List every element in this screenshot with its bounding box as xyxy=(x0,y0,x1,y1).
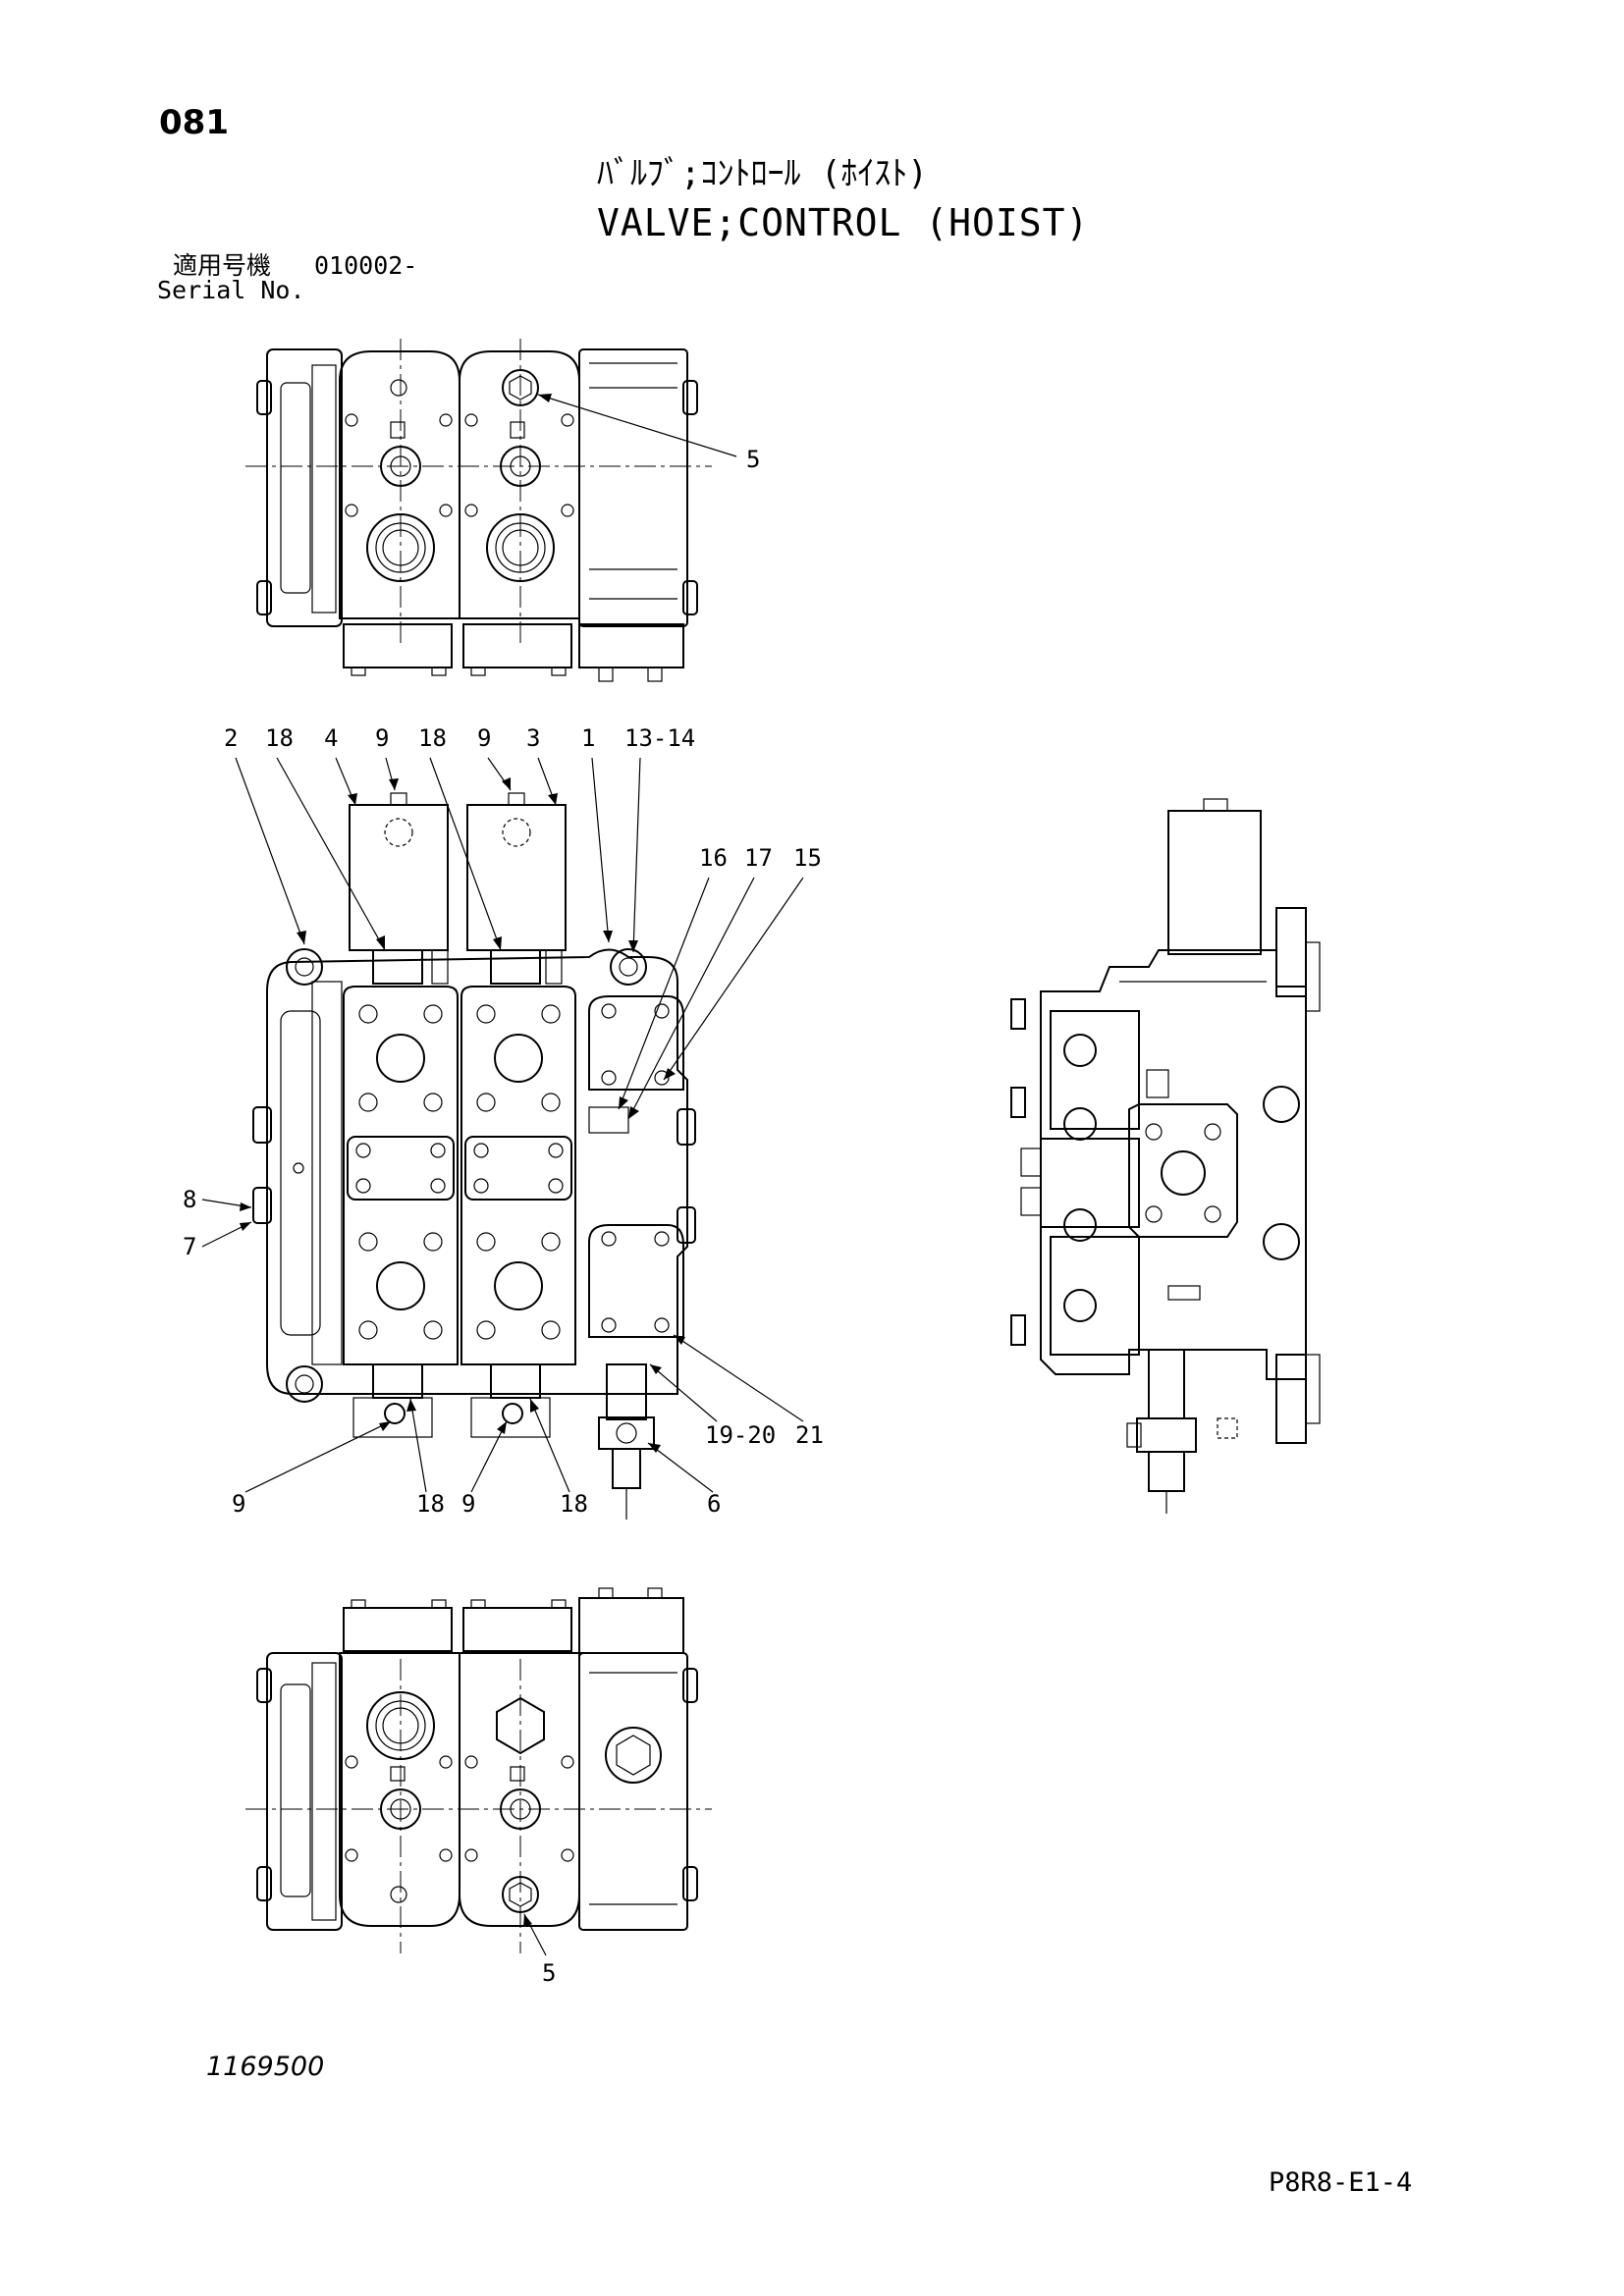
callout-15: 15 xyxy=(793,844,822,872)
title-japanese: ﾊﾞﾙﾌﾞ;ｺﾝﾄﾛｰﾙ (ﾎｲｽﾄ) xyxy=(597,154,928,193)
callout-9b: 9 xyxy=(477,724,491,752)
callout-top-5: 5 xyxy=(746,446,760,473)
top-view: 5 xyxy=(245,339,760,682)
callout-3: 3 xyxy=(526,724,540,752)
callout-bottom-5: 5 xyxy=(542,1959,556,1987)
callout-18b: 18 xyxy=(418,724,447,752)
serial-label-english: Serial No. xyxy=(157,276,305,304)
callout-2: 2 xyxy=(224,724,238,752)
callout-9a: 9 xyxy=(375,724,389,752)
callout-1: 1 xyxy=(581,724,595,752)
callout-6: 6 xyxy=(707,1490,721,1518)
callout-9c: 9 xyxy=(232,1490,245,1518)
page-number: 081 xyxy=(159,103,229,142)
bottom-view: 5 xyxy=(245,1587,712,1987)
title-english: VALVE;CONTROL (HOIST) xyxy=(597,201,1090,244)
callout-18d: 18 xyxy=(560,1490,588,1518)
side-view xyxy=(1010,798,1321,1514)
drawing-number: 1169500 xyxy=(206,2052,325,2082)
callout-8: 8 xyxy=(183,1186,196,1213)
callout-9d: 9 xyxy=(461,1490,475,1518)
callout-16: 16 xyxy=(699,844,728,872)
callout-21: 21 xyxy=(795,1421,824,1449)
callout-18a: 18 xyxy=(265,724,294,752)
sheet-code: P8R8-E1-4 xyxy=(1269,2167,1413,2198)
serial-label-japanese: 適用号機 xyxy=(173,251,272,280)
front-view: 2 18 4 9 18 9 3 1 13-14 16 17 15 xyxy=(183,724,824,1520)
serial-value: 010002- xyxy=(314,251,418,280)
callout-17: 17 xyxy=(744,844,773,872)
callout-7: 7 xyxy=(183,1233,196,1260)
callout-4: 4 xyxy=(324,724,338,752)
callout-18c: 18 xyxy=(416,1490,445,1518)
callout-19-20: 19-20 xyxy=(705,1421,776,1449)
callout-13-14: 13-14 xyxy=(624,724,695,752)
